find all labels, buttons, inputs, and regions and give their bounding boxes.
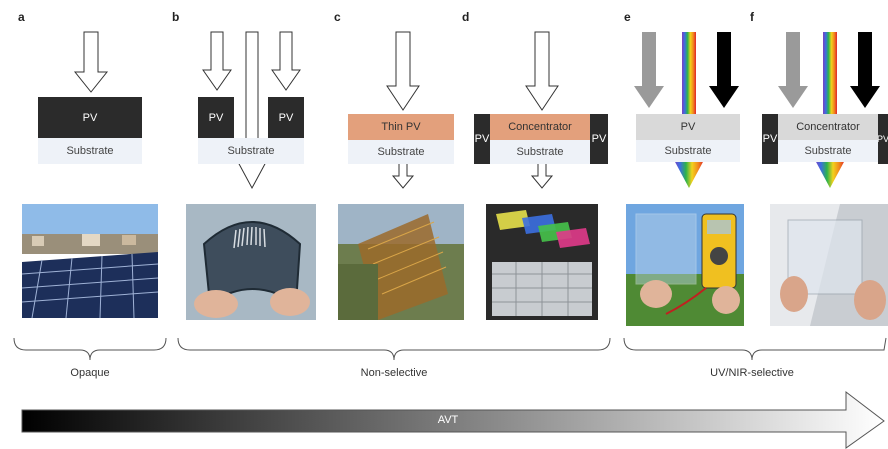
photo-transparent-concentrator bbox=[770, 204, 888, 326]
photo-transparent-pv-with-multimeter bbox=[626, 204, 744, 326]
group-label-opaque: Opaque bbox=[70, 367, 110, 379]
pv-edge-f-left: PV bbox=[762, 114, 778, 164]
avt-label: AVT bbox=[437, 414, 459, 426]
pv-layer-b-right: PV bbox=[268, 97, 304, 138]
brace-opaque bbox=[13, 337, 167, 361]
panel-letter-f: f bbox=[750, 10, 754, 24]
light-arrows-c bbox=[386, 31, 420, 189]
spectral-arrows-e bbox=[634, 32, 739, 188]
incoming-light-arrows-b bbox=[202, 31, 301, 190]
substrate-layer-b: Substrate bbox=[198, 138, 304, 164]
pv-edge-d-right: PV bbox=[590, 114, 608, 164]
panel-letter-d: d bbox=[462, 10, 470, 24]
photo-flexible-pv-film bbox=[186, 204, 316, 320]
incoming-light-arrow-a bbox=[73, 31, 109, 93]
panel-letter-c: c bbox=[334, 10, 341, 24]
photo-thin-pv-window bbox=[338, 204, 464, 320]
group-label-uv-nir-selective: UV/NIR-selective bbox=[710, 367, 794, 379]
pv-layer-b-left: PV bbox=[198, 97, 234, 138]
substrate-layer-a: Substrate bbox=[38, 138, 142, 164]
panel-letter-a: a bbox=[18, 10, 25, 24]
brace-uv-nir-selective bbox=[623, 337, 887, 361]
photo-luminescent-concentrator bbox=[486, 204, 598, 320]
light-arrows-d bbox=[525, 31, 559, 189]
group-label-non-selective: Non-selective bbox=[360, 367, 428, 379]
brace-non-selective bbox=[177, 337, 611, 361]
concentrator-layer-d: Concentrator bbox=[490, 114, 590, 140]
substrate-layer-d: Substrate bbox=[490, 140, 590, 164]
pv-edge-f-right: PV bbox=[878, 114, 888, 164]
pv-edge-d-left: PV bbox=[474, 114, 490, 164]
substrate-layer-f: Substrate bbox=[778, 140, 878, 162]
panel-letter-b: b bbox=[172, 10, 180, 24]
photo-opaque-solar-panels bbox=[22, 204, 158, 318]
spectral-arrows-f bbox=[778, 32, 880, 188]
substrate-layer-e: Substrate bbox=[636, 140, 740, 162]
concentrator-layer-f: Concentrator bbox=[778, 114, 878, 140]
panel-letter-e: e bbox=[624, 10, 631, 24]
pv-layer-a: PV bbox=[38, 97, 142, 138]
avt-gradient-arrow bbox=[21, 390, 885, 449]
substrate-layer-c: Substrate bbox=[348, 140, 454, 164]
thin-pv-layer-c: Thin PV bbox=[348, 114, 454, 140]
pv-layer-e: PV bbox=[636, 114, 740, 140]
